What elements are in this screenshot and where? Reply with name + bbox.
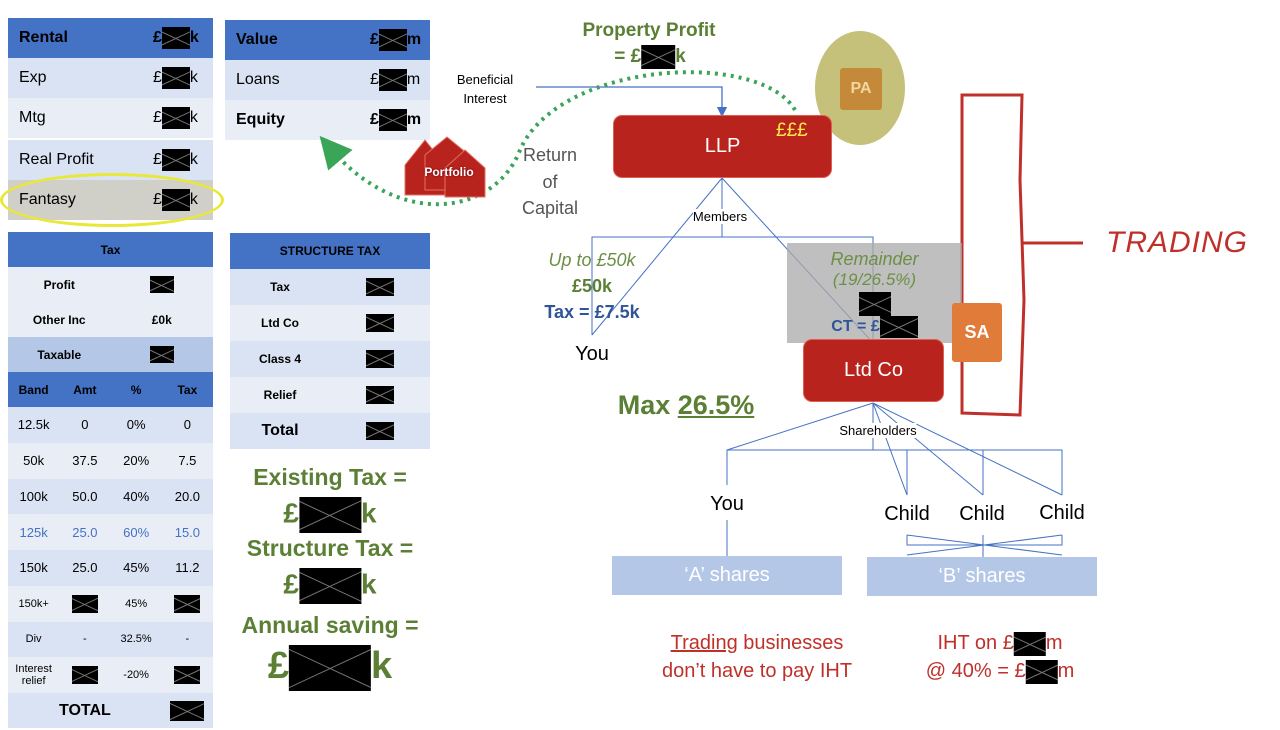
- highlight-ellipse: [0, 173, 224, 227]
- redacted-value: [299, 497, 361, 533]
- redacted-value: [858, 292, 891, 316]
- existing-tax-value: £k: [283, 497, 377, 533]
- redacted-value: [149, 276, 174, 293]
- redacted-value: [1025, 659, 1058, 684]
- property-profit-value: = £k: [614, 45, 686, 69]
- annual-saving-label: Annual saving =: [241, 612, 419, 638]
- redacted-value: [641, 45, 676, 69]
- llp-tax: Tax = £7.5k: [544, 302, 640, 322]
- loans-row: Loans£m: [225, 60, 430, 100]
- other-inc-row: Other Inc£0k: [8, 302, 213, 337]
- redacted-value: [299, 568, 361, 604]
- beneficial-interest-label: Beneficial Interest: [456, 72, 514, 106]
- band-row: Interest relief-20%: [8, 657, 213, 693]
- equity-row: Equity£m: [225, 100, 430, 140]
- a-shares-box: ‘A’ shares: [612, 556, 842, 595]
- mtg-row: Mtg£k: [8, 98, 213, 138]
- profit-row: Profit: [8, 267, 213, 302]
- sa-scroll-icon: SA: [952, 303, 1002, 362]
- redacted-value: [366, 350, 394, 368]
- redacted-value: [366, 421, 394, 440]
- trading-iht-note: Trading businesses don’t have to pay IHT: [661, 632, 853, 682]
- redacted-value: [71, 594, 98, 613]
- redacted-value: [149, 346, 174, 363]
- redacted-value: [161, 67, 190, 89]
- child-label: Child: [959, 503, 1005, 526]
- structure-tax-row: Total: [230, 413, 430, 449]
- shareholders-label: Shareholders: [839, 423, 917, 438]
- redacted-value: [879, 316, 918, 338]
- redacted-value: [378, 109, 407, 131]
- redacted-value: [366, 386, 394, 404]
- structure-tax-row: Ltd Co: [230, 305, 430, 341]
- ltd-co-box: Ltd Co: [803, 339, 944, 402]
- child-label: Child: [884, 503, 930, 526]
- redacted-value: [170, 700, 205, 721]
- trading-label: TRADING: [1106, 226, 1248, 259]
- existing-tax-label: Existing Tax =: [253, 464, 407, 490]
- redacted-value: [366, 314, 394, 332]
- redacted-value: [174, 666, 201, 685]
- rental-row: Rental£k: [8, 18, 213, 58]
- structure-tax-label: Structure Tax =: [246, 535, 414, 561]
- redacted-value: [366, 278, 394, 296]
- band-row: 150k+45%: [8, 585, 213, 622]
- property-profit-label: Property Profit: [582, 20, 716, 41]
- redacted-value: [71, 666, 98, 685]
- value-row: Value£m: [225, 20, 430, 60]
- structure-tax-header: STRUCTURE TAX: [230, 233, 430, 269]
- you-shareholder-label: You: [710, 493, 744, 515]
- annual-saving-value: £k: [268, 645, 392, 691]
- portfolio-icon: [404, 136, 486, 198]
- redacted-value: [378, 29, 407, 51]
- band-row: Div-32.5%-: [8, 621, 213, 658]
- members-label: Members: [692, 209, 748, 224]
- redacted-value: [161, 149, 190, 171]
- remainder-box: Remainder (19/26.5%) CT = £: [787, 243, 962, 343]
- structure-tax-value: £k: [283, 568, 377, 604]
- total-row: TOTAL: [8, 693, 213, 728]
- redacted-value: [161, 107, 190, 129]
- b-shares-box: ‘B’ shares: [867, 557, 1097, 596]
- pa-scroll-icon: PA: [840, 68, 882, 110]
- structure-tax-row: Class 4: [230, 341, 430, 377]
- return-of-capital-arrow: [319, 70, 797, 207]
- max-rate: Max 26.5%: [617, 390, 755, 420]
- structure-tax-row: Relief: [230, 377, 430, 413]
- up-to-label: Up to £50k: [548, 250, 636, 270]
- structure-tax-row: Tax: [230, 269, 430, 305]
- llp-amount: £50k: [571, 276, 613, 296]
- child-label: Child: [1039, 502, 1085, 525]
- redacted-value: [378, 69, 407, 91]
- redacted-value: [161, 27, 190, 49]
- beneficial-interest-arrow: [536, 86, 728, 118]
- llp-box: LLP: [613, 115, 832, 178]
- portfolio-label: Portfolio: [424, 165, 474, 179]
- you-member-label: You: [575, 343, 609, 365]
- taxable-row: Taxable: [8, 337, 213, 372]
- redacted-value: [289, 645, 371, 691]
- redacted-value: [1013, 631, 1046, 656]
- tax-header: Tax: [8, 232, 213, 267]
- trading-bracket: [960, 93, 1083, 417]
- iht-calculation: IHT on £m @ 40% = £m: [925, 631, 1075, 684]
- equity-table: Value£m Loans£m Equity£m: [225, 20, 430, 142]
- exp-row: Exp£k: [8, 58, 213, 98]
- redacted-value: [174, 594, 201, 613]
- llp-money: £££: [776, 120, 808, 141]
